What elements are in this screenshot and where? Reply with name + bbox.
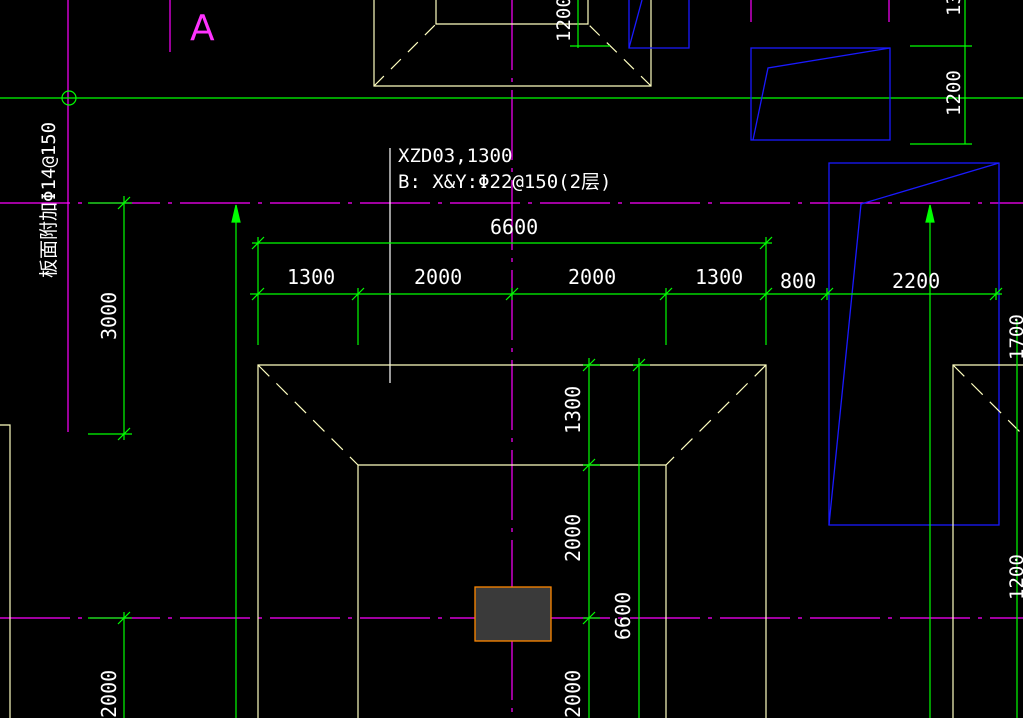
dim-2200: 2200 (892, 269, 940, 293)
side-note: 板面附加Φ14@150 (38, 122, 60, 278)
footing-right (952, 364, 1023, 718)
dim-far-right-1200: 1200 (1006, 554, 1023, 600)
dim-v-1300: 1300 (561, 386, 585, 434)
dim-left-3000: 3000 (97, 292, 121, 340)
dim-total-6600: 6600 (490, 215, 538, 239)
footing-top (373, 0, 652, 87)
footing-left (0, 424, 11, 718)
dims-top-chain (250, 236, 1003, 345)
dim-v-2000: 2000 (561, 514, 585, 562)
dim-1300-a: 1300 (287, 265, 335, 289)
dim-2000-b: 2000 (568, 265, 616, 289)
annotation-line2: B: X&Y:Φ22@150(2层) (398, 171, 611, 193)
grid-axis-label: A (190, 8, 215, 49)
dim-top-right-13: 13 (943, 0, 965, 16)
dim-top-1200: 1200 (553, 0, 575, 42)
dims-top-small (570, 0, 972, 145)
dim-800: 800 (780, 269, 816, 293)
dim-left-bottom-2000: 2000 (97, 670, 121, 718)
footing-main (257, 364, 767, 718)
selected-column[interactable] (474, 586, 552, 642)
dims-vertical-center (582, 320, 1018, 718)
dims-left (88, 196, 132, 718)
section-arrows (231, 204, 935, 718)
dim-right-1200: 1200 (943, 70, 965, 116)
axis-line-green (0, 90, 1023, 106)
annotation-line1: XZD03,1300 (398, 145, 512, 167)
dim-1300-b: 1300 (695, 265, 743, 289)
dim-far-right-top: 1700 (1006, 314, 1023, 360)
dim-v-6600: 6600 (611, 592, 635, 640)
dim-2000-a: 2000 (414, 265, 462, 289)
blue-columns (628, 0, 1000, 526)
dim-v-2000-bottom: 2000 (561, 670, 585, 718)
